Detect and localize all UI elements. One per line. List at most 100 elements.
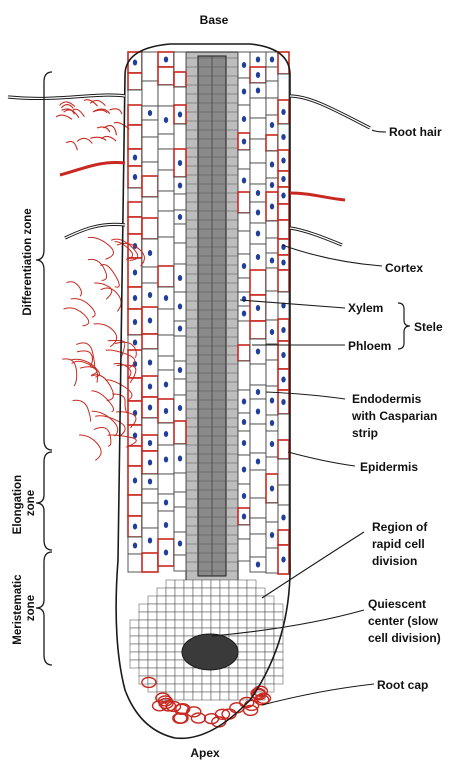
cell (238, 525, 250, 539)
meristem-cell (220, 612, 229, 620)
cell (174, 555, 186, 571)
meristem-cell (274, 604, 283, 612)
label-base: Base (200, 13, 229, 27)
cell (238, 321, 250, 345)
root-hair-cell-squiggle (64, 110, 79, 118)
meristem-cell (247, 668, 256, 676)
cell (142, 197, 158, 218)
meristem-cell (229, 620, 238, 628)
meristem-cell (157, 676, 166, 684)
meristem-cell (139, 668, 148, 676)
meristem-cell (202, 676, 211, 684)
meristem-cell (238, 604, 247, 612)
cell-nucleus (148, 440, 152, 446)
meristem-cell (139, 612, 148, 620)
cell (142, 553, 158, 572)
meristem-cell (256, 588, 265, 596)
meristem-cell (256, 636, 265, 644)
meristem-cell (166, 580, 175, 588)
cell-nucleus (148, 538, 152, 544)
meristem-cell (184, 612, 193, 620)
meristem-cell (130, 620, 139, 628)
sloughed-cell (101, 288, 121, 311)
cell-nucleus (178, 405, 182, 411)
cell-nucleus (281, 193, 285, 199)
meristem-cell (157, 636, 166, 644)
cell (128, 446, 142, 466)
sloughed-cell (88, 259, 107, 280)
meristem-cell (139, 660, 148, 668)
cell (266, 238, 278, 253)
cell (266, 503, 278, 522)
zone-elongation-line1: Elongation (12, 475, 24, 534)
cell-nucleus (164, 431, 168, 437)
cell (142, 52, 158, 81)
brace-differentiation (36, 72, 52, 450)
label-region: Region of rapid cell division (372, 520, 431, 568)
meristem-cell (256, 644, 265, 652)
meristem-cell (256, 660, 265, 668)
cell-nucleus (256, 562, 260, 568)
meristem-cell (175, 636, 184, 644)
meristem-cell (139, 652, 148, 660)
cell (250, 98, 266, 118)
cell-nucleus (242, 419, 246, 425)
meristem-cell (148, 644, 157, 652)
cell (238, 345, 250, 361)
cell-nucleus (281, 377, 285, 383)
meristem-cell (256, 612, 265, 620)
cell-nucleus (133, 60, 137, 66)
meristem-cell (193, 604, 202, 612)
meristem-cell (202, 588, 211, 596)
meristem-cell (229, 612, 238, 620)
meristem-cell (265, 620, 274, 628)
meristem-cell (211, 684, 220, 692)
cell (174, 421, 186, 444)
meristem-cell (175, 612, 184, 620)
cell (174, 52, 186, 72)
cell (278, 74, 289, 100)
meristem-cell (193, 676, 202, 684)
label-region-line1: Region of (372, 520, 428, 534)
cell (238, 213, 250, 231)
cell (266, 291, 278, 320)
cell-nucleus (256, 389, 260, 395)
meristem-cell (175, 692, 184, 700)
cell-nucleus (281, 515, 285, 521)
cell (158, 170, 174, 191)
meristem-cell (256, 620, 265, 628)
cell-nucleus (270, 441, 274, 447)
cell-nucleus (242, 178, 246, 184)
cell (142, 267, 158, 283)
meristem-cell (211, 620, 220, 628)
meristem-cell (193, 580, 202, 588)
leader-root-hair (372, 130, 386, 132)
cell (128, 554, 142, 572)
meristem-cell (211, 604, 220, 612)
cell (266, 548, 278, 573)
cell-nucleus (148, 360, 152, 366)
meristem-cell (229, 668, 238, 676)
root-hair-cell-squiggle (66, 141, 77, 150)
meristem-cell (130, 636, 139, 644)
meristem-cell (193, 684, 202, 692)
meristem-cell (202, 612, 211, 620)
cell-nucleus (270, 182, 274, 188)
meristem-cell (247, 588, 256, 596)
cell-nucleus (133, 340, 137, 346)
cell-nucleus (270, 258, 274, 264)
meristem-cell (184, 684, 193, 692)
meristem-cell (265, 596, 274, 604)
meristem-cell (166, 660, 175, 668)
cell (158, 356, 174, 370)
leader-cortex (282, 245, 382, 266)
cell-nucleus (256, 231, 260, 237)
cell (158, 266, 174, 287)
meristem-cell (202, 604, 211, 612)
cell-nucleus (281, 158, 285, 164)
meristem-cell (265, 644, 274, 652)
cell-nucleus (164, 117, 168, 123)
meristem-cell (184, 596, 193, 604)
cell (174, 87, 186, 105)
cell-nucleus (164, 408, 168, 414)
